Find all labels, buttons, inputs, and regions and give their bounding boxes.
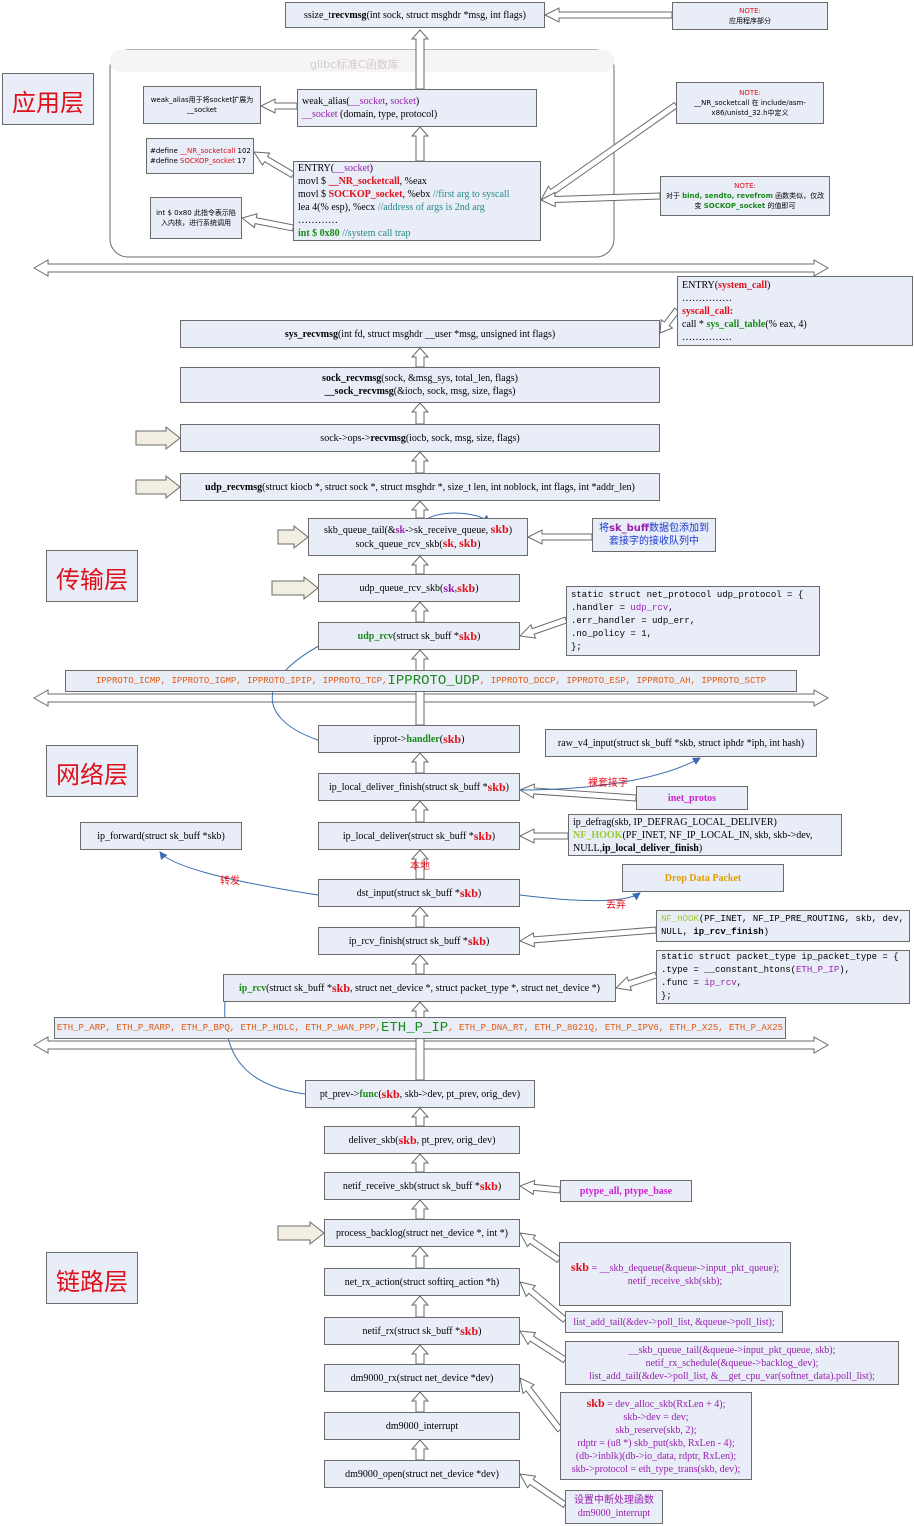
callout-arrow bbox=[518, 828, 569, 844]
callout-arrow bbox=[519, 1377, 564, 1433]
dm9000-interrupt-box: dm9000_interrupt bbox=[324, 1412, 520, 1440]
separator-app-kernel bbox=[32, 259, 830, 277]
eth-proto-list: ETH_P_ARP, ETH_P_RARP, ETH_P_BPQ, ETH_P_… bbox=[54, 1017, 786, 1039]
layer-label-transport: 传输层 bbox=[46, 550, 138, 602]
glibc-title: glibc标准C函数库 bbox=[310, 58, 399, 71]
sock-recvmsg-box: sock_recvmsg(sock, &msg_sys, total_len, … bbox=[180, 367, 660, 403]
layer-label-link: 链路层 bbox=[46, 1252, 138, 1304]
flow-arrow-up bbox=[410, 1246, 430, 1269]
sys-recvmsg-box: sys_recvmsg(int fd, struct msghdr __user… bbox=[180, 320, 660, 348]
separator-network-link bbox=[32, 1036, 830, 1054]
callout-arrow bbox=[518, 1179, 561, 1196]
block-arrow-right bbox=[135, 474, 181, 500]
flow-arrow-up bbox=[410, 347, 430, 368]
ip-rcv-finish-box: ip_rcv_finish(struct sk_buff *skb) bbox=[318, 927, 520, 955]
note-bind-sendto: NOTE: 对于 bind, sendto, revefrom 函数类似，仅改变… bbox=[660, 176, 830, 216]
dm9000-open-box: dm9000_open(struct net_device *dev) bbox=[324, 1460, 520, 1488]
callout-arrow bbox=[519, 1232, 562, 1264]
block-arrow-right bbox=[135, 425, 181, 451]
ip-local-deliver-finish-box: ip_local_deliver_finish(struct sk_buff *… bbox=[318, 773, 520, 801]
ptype-all-box: ptype_all, ptype_base bbox=[560, 1180, 692, 1202]
ops-recvmsg-box: sock->ops->recvmsg(iocb, sock, msg, size… bbox=[180, 424, 660, 452]
netif-rx-box: netif_rx(struct sk_buff *skb) bbox=[324, 1317, 520, 1345]
flow-arrow-up bbox=[410, 1344, 430, 1365]
callout-arrow bbox=[519, 1330, 568, 1364]
queue-note: 将sk_buff数据包添加到套接字的接收队列中 bbox=[592, 518, 716, 552]
flow-arrow-up bbox=[410, 1153, 430, 1173]
dst-input-box: dst_input(struct sk_buff *skb) bbox=[318, 879, 520, 907]
ipprot-handler-box: ipprot->handler(skb) bbox=[318, 725, 520, 753]
separator-transport-network bbox=[32, 689, 830, 707]
flow-arrow-up bbox=[410, 451, 430, 474]
block-arrow-right bbox=[277, 1220, 325, 1246]
raw-socket-label: 裸套接字 bbox=[588, 778, 628, 789]
layer-label-app: 应用层 bbox=[2, 73, 94, 125]
flow-arrow-up bbox=[410, 906, 430, 928]
skb-queue-tail-box: skb_queue_tail(&sk->sk_receive_queue, sk… bbox=[308, 518, 528, 556]
udp-recvmsg-box: udp_recvmsg(struct kiocb *, struct sock … bbox=[180, 473, 660, 501]
callout-arrow bbox=[614, 971, 658, 991]
flow-arrow-up bbox=[410, 800, 430, 823]
udp-protocol-struct: static struct net_protocol udp_protocol … bbox=[566, 586, 820, 656]
flow-arrow-up bbox=[410, 402, 430, 425]
dm9000-rx-box: dm9000_rx(struct net_device *dev) bbox=[324, 1364, 520, 1392]
udp-queue-rcv-skb-box: udp_queue_rcv_skb(sk, skb) bbox=[318, 574, 520, 602]
weak-alias-note: weak_alias用于将socket扩展为__socket bbox=[143, 86, 261, 124]
block-arrow-right bbox=[277, 524, 309, 550]
entry-socket-box: ENTRY(__socket) movl $ __NR_socketcall, … bbox=[293, 161, 541, 241]
inet-protos-box: inet_protos bbox=[636, 786, 748, 810]
net-rx-action-box: net_rx_action(struct softirq_action *h) bbox=[324, 1268, 520, 1296]
pt-prev-func-box: pt_prev->func(skb, skb->dev, pt_prev, or… bbox=[305, 1080, 535, 1108]
ip-forward-box: ip_forward(struct sk_buff *skb) bbox=[80, 822, 242, 850]
list-add-tail-box: list_add_tail(&dev->poll_list, &queue->p… bbox=[565, 1311, 783, 1333]
flow-arrow-up bbox=[410, 500, 430, 519]
weak-alias-box: weak_alias(__socket, socket) __socket (d… bbox=[297, 89, 537, 127]
flow-arrow-up bbox=[410, 954, 430, 975]
flow-arrow-up bbox=[410, 1439, 430, 1461]
skb-queue-tail-rx-box: __skb_queue_tail(&queue->input_pkt_queue… bbox=[565, 1341, 899, 1385]
define-note: #define __NR_socketcall 102 #define SOCK… bbox=[146, 138, 254, 174]
block-arrow-right bbox=[271, 575, 319, 601]
callout-arrow bbox=[518, 926, 657, 948]
nf-hook-prerouting-box: NF_HOOK(PF_INET, NF_IP_PRE_ROUTING, skb,… bbox=[656, 910, 910, 942]
int80-note: int $ 0x80 此指令表示陷入内核，进行系统调用 bbox=[150, 197, 242, 239]
blue-connectors bbox=[159, 512, 701, 1095]
flow-arrow-up bbox=[410, 1391, 430, 1413]
ip-rcv-box: ip_rcv(struct sk_buff *skb, struct net_d… bbox=[223, 974, 616, 1002]
drop-packet-box: Drop Data Packet bbox=[622, 864, 784, 892]
flow-arrow-up bbox=[410, 601, 430, 623]
dev-alloc-skb-box: skb = dev_alloc_skb(RxLen + 4); skb->dev… bbox=[560, 1392, 752, 1480]
raw-v4-input-box: raw_v4_input(struct sk_buff *skb, struct… bbox=[545, 729, 817, 757]
forward-label: 转发 bbox=[220, 876, 240, 887]
udp-rcv-box: udp_rcv(struct sk_buff *skb) bbox=[318, 622, 520, 650]
ip-defrag-box: ip_defrag(skb, IP_DEFRAG_LOCAL_DELIVER) … bbox=[568, 814, 842, 856]
callout-arrow bbox=[543, 7, 673, 23]
note-nr-socketcall: NOTE:__NR_socketcall 在 include/asm-x86/u… bbox=[676, 82, 824, 124]
ip-local-deliver-box: ip_local_deliver(struct sk_buff *skb) bbox=[318, 822, 520, 850]
flow-arrow-up bbox=[410, 752, 430, 774]
deliver-skb-box: deliver_skb(skb, pt_prev, orig_dev) bbox=[324, 1126, 520, 1154]
dequeue-box: skb = __skb_dequeue(&queue->input_pkt_qu… bbox=[559, 1242, 791, 1306]
ipproto-list: IPPROTO_ICMP, IPPROTO_IGMP, IPPROTO_IPIP… bbox=[65, 670, 797, 692]
flow-arrow-up bbox=[410, 1199, 430, 1220]
irq-handler-note: 设置中断处理函数 dm9000_interrupt bbox=[565, 1490, 663, 1524]
ip-packet-type-struct: static struct packet_type ip_packet_type… bbox=[656, 950, 910, 1004]
flow-arrow-up bbox=[410, 555, 430, 575]
callout-arrow bbox=[518, 616, 568, 639]
netif-receive-skb-box: netif_receive_skb(struct sk_buff *skb) bbox=[324, 1172, 520, 1200]
process-backlog-box: process_backlog(struct net_device *, int… bbox=[324, 1219, 520, 1247]
callout-arrow bbox=[526, 529, 593, 545]
layer-label-network: 网络层 bbox=[46, 745, 138, 797]
flow-arrow-up bbox=[410, 1295, 430, 1318]
note-app-part: NOTE:应用程序部分 bbox=[672, 2, 828, 30]
system-call-entry-box: ENTRY(system_call) …………… syscall_call: c… bbox=[677, 276, 913, 346]
drop-label: 丢弃 bbox=[606, 900, 626, 911]
flow-arrow-up bbox=[410, 1107, 430, 1127]
local-label: 本地 bbox=[410, 861, 430, 872]
recvmsg-box: ssize_t recvmsg(int sock, struct msghdr … bbox=[285, 2, 545, 28]
